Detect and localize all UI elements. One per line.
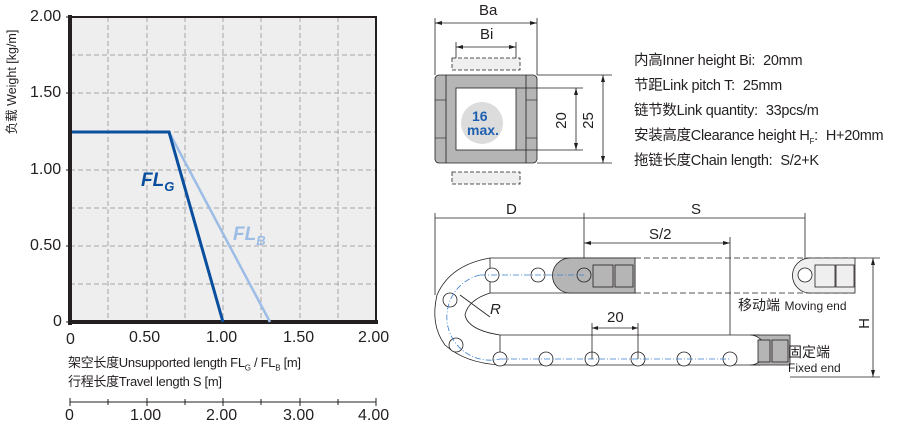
travel-tick-label: 0 <box>65 407 74 424</box>
y-tick-label: 0 <box>53 313 62 330</box>
bi-label: Bi <box>480 26 494 43</box>
x-tick-label: 1.00 <box>206 329 238 346</box>
x-tick-label: 0 <box>66 331 75 348</box>
x-tick-label: 0.50 <box>129 329 161 346</box>
travel-axis <box>69 398 377 406</box>
s-half-label: S/2 <box>649 226 672 243</box>
badge-text: max. <box>467 122 499 138</box>
travel-tick-label: 4.00 <box>358 407 390 424</box>
fixed-end-en-label: Fixed end <box>788 361 841 375</box>
pitch-label: 20 <box>607 309 624 326</box>
x-axis-label-secondary: 行程长度Travel length S [m] <box>68 374 222 389</box>
series-flg <box>72 130 225 323</box>
d-label: D <box>506 201 517 218</box>
s-label: S <box>691 201 702 218</box>
flg-annotation: FLG <box>141 170 175 194</box>
fixed-end-cn-label: 固定端 <box>788 344 830 360</box>
y-tick-label: 1.50 <box>30 84 62 101</box>
y-tick-label: 0.50 <box>30 237 62 254</box>
moving-end-label: 移动端 Moving end <box>738 297 847 313</box>
cross-section-drawing <box>434 18 612 185</box>
x-axis-label: 架空长度Unsupported length FLG / FLB [m] <box>68 355 301 373</box>
max-size-badge <box>461 102 503 144</box>
spec-chain-length: 拖链长度Chain length:S/2+K <box>634 153 819 169</box>
y-tick-label: 1.00 <box>30 161 62 178</box>
chart-plot <box>66 15 378 406</box>
travel-tick-label: 1.00 <box>130 407 162 424</box>
outer-dim-label: 25 <box>579 112 597 129</box>
grid-lines <box>70 17 376 322</box>
cross-section-diagram: Ba Bi 16 max. 20 25 <box>420 0 620 200</box>
travel-tick-label: 2.00 <box>206 407 238 424</box>
spec-inner-height: 内高Inner height Bi:20mm <box>634 53 803 69</box>
spec-link-pitch: 节距Link pitch T:25mm <box>634 78 782 94</box>
r-label: R <box>490 301 501 318</box>
y-tick-label: 2.00 <box>30 8 62 25</box>
inner-dim-label: 20 <box>552 112 570 129</box>
chain-side-view: D S S/2 R 20 H 移动端 Moving end 固定端 Fixed … <box>420 195 904 395</box>
h-label: H <box>855 318 873 329</box>
spec-link-quantity: 链节数Link quantity:33pcs/m <box>634 103 819 119</box>
series-flb <box>167 131 272 323</box>
badge-number: 16 <box>472 108 488 124</box>
chain-side-drawing <box>434 213 880 378</box>
spec-clearance-height: 安装高度Clearance height HF:H+20mm <box>634 128 884 146</box>
x-tick-label: 1.50 <box>283 329 315 346</box>
x-tick-label: 2.00 <box>358 329 390 346</box>
load-chart: 负载 Weight [kg/m] <box>0 0 400 429</box>
flb-annotation: FLB <box>233 224 266 248</box>
travel-tick-label: 3.00 <box>283 407 315 424</box>
ba-label: Ba <box>479 2 498 19</box>
